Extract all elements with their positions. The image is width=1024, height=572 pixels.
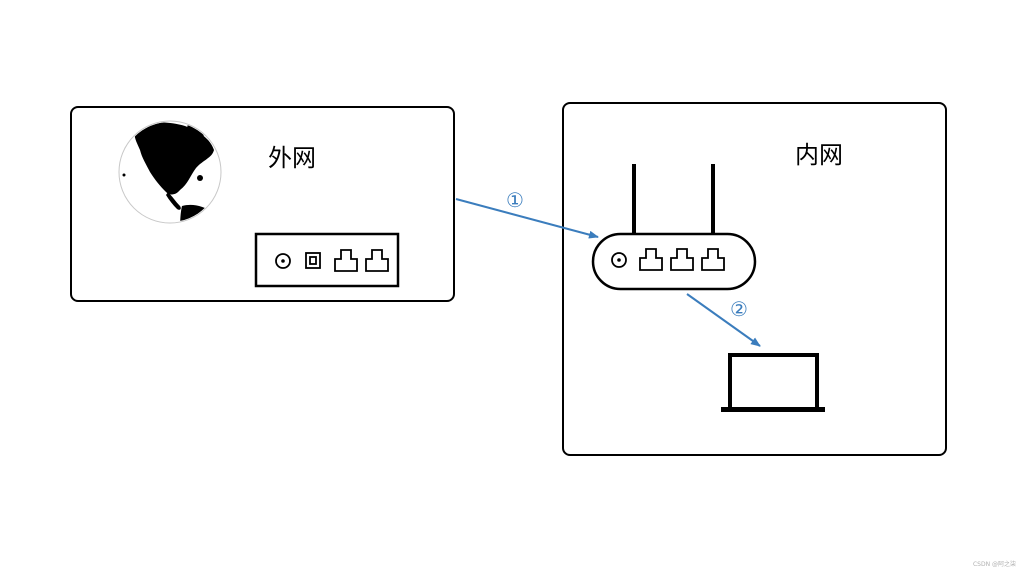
step-2-label: ②: [730, 297, 748, 321]
external-network-label: 外网: [268, 144, 316, 172]
router-icon: [591, 164, 757, 291]
internal-network-label: 内网: [795, 141, 843, 169]
internal-network-box: 内网: [562, 102, 947, 456]
external-network-box: 外网: [70, 106, 455, 302]
step-1-label: ①: [506, 188, 524, 212]
laptop-icon: [721, 353, 825, 412]
step-1-arrow: ①: [455, 188, 599, 239]
step-2-arrow: ②: [686, 293, 761, 347]
watermark: CSDN @阿之柒: [972, 561, 1016, 568]
modem-icon: [254, 232, 400, 288]
